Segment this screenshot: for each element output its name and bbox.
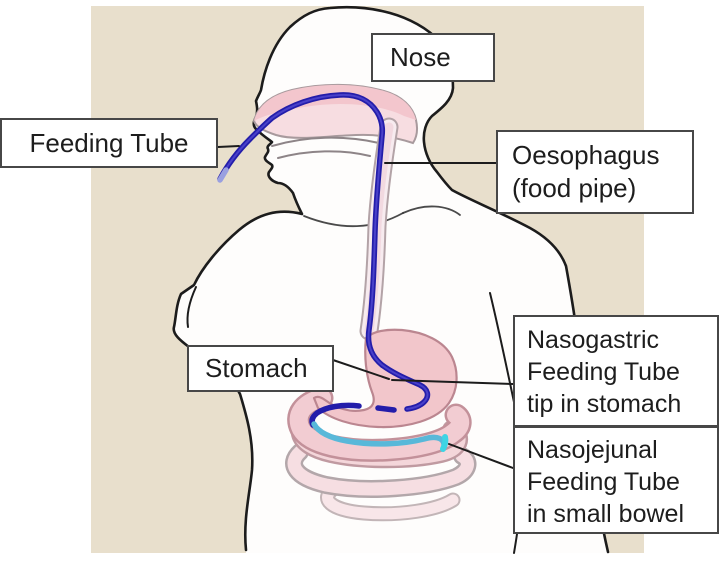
bowel-loop-lowest <box>320 481 461 522</box>
label-oesophagus: Oesophagus (food pipe) <box>496 130 694 214</box>
nj-tube <box>311 421 449 452</box>
label-nasojejunal-line2: Feeding Tube <box>527 468 680 496</box>
connector-nasogastric <box>391 379 514 385</box>
ng-tube-dash-segment <box>375 405 397 413</box>
connector-stomach <box>332 359 390 380</box>
label-nose: Nose <box>371 33 495 82</box>
connector-lines <box>217 145 514 469</box>
duodenum-band <box>287 386 472 462</box>
palate-line-upper <box>271 136 380 147</box>
label-stomach: Stomach <box>187 345 334 392</box>
nj-tube-tip <box>440 434 449 452</box>
connector-feeding-tube <box>217 145 240 148</box>
label-nasojejunal: Nasojejunal Feeding Tube in small bowel <box>513 426 719 534</box>
label-oesophagus-line2: (food pipe) <box>512 173 637 203</box>
palate-line-lower <box>277 150 371 159</box>
ng-tube-core <box>219 93 429 410</box>
label-nasogastric-line1: Nasogastric <box>527 326 659 354</box>
connector-nasojejunal <box>448 443 514 469</box>
label-feeding-tube-text: Feeding Tube <box>29 127 189 158</box>
label-oesophagus-line1: Oesophagus <box>512 140 660 170</box>
left-arm-inner-line <box>186 286 197 328</box>
ng-tube <box>217 92 431 428</box>
label-nasogastric: Nasogastric Feeding Tube tip in stomach <box>513 315 719 427</box>
bowel-loop-lower <box>285 443 477 498</box>
nasal-passage-roof <box>254 84 416 121</box>
label-stomach-text: Stomach <box>205 353 308 383</box>
chest-contour-line-left <box>303 212 404 228</box>
label-nasogastric-line3: tip in stomach <box>527 390 682 418</box>
label-feeding-tube: Feeding Tube <box>0 118 218 168</box>
label-nasojejunal-line1: Nasojejunal <box>527 436 658 464</box>
nj-tube-lead-segment <box>309 402 362 428</box>
label-nasogastric-line2: Feeding Tube <box>527 358 680 386</box>
label-nasojejunal-line3: in small bowel <box>527 500 685 528</box>
chest-contour-line-right <box>402 205 461 216</box>
right-arm-inner-line-lower <box>513 533 518 554</box>
ng-tube-external-tip <box>217 167 229 183</box>
label-nose-text: Nose <box>390 42 451 72</box>
